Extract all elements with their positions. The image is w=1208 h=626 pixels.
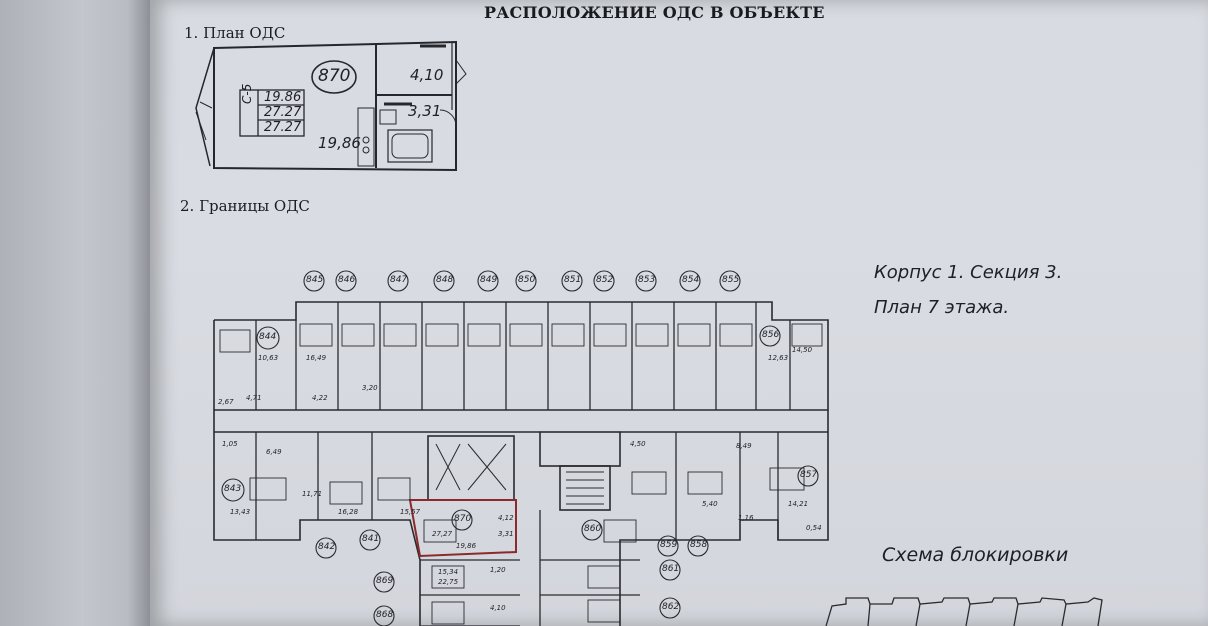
area-label: 10,63 bbox=[258, 354, 279, 362]
unit-label-847: 847 bbox=[390, 275, 408, 285]
unit-label-844: 844 bbox=[259, 332, 277, 342]
unit-label-849: 849 bbox=[480, 275, 498, 285]
area-label: 4,50 bbox=[630, 440, 646, 448]
area-label: 11,71 bbox=[302, 490, 323, 498]
area-label: 3,31 bbox=[498, 530, 514, 538]
unit-number-label: 870 bbox=[318, 66, 351, 86]
floor-plan-caption: План 7 этажа. bbox=[874, 297, 1010, 318]
area-label: 27,27 bbox=[432, 530, 453, 538]
area-label: 4,22 bbox=[312, 394, 328, 402]
area-label: 2,67 bbox=[218, 398, 234, 406]
unit-label-852: 852 bbox=[596, 275, 614, 285]
area-label: 4,12 bbox=[498, 514, 514, 522]
area-value-2: 27.27 bbox=[264, 105, 302, 120]
area-label: 14,21 bbox=[788, 500, 809, 508]
section-2-heading: 2. Границы ОДС bbox=[180, 197, 310, 215]
area-label: 12,63 bbox=[768, 354, 789, 362]
area-value-3: 27.27 bbox=[264, 120, 302, 135]
unit-label-858: 858 bbox=[690, 540, 708, 550]
area-label: 6,49 bbox=[266, 448, 282, 456]
bath-area-label: 3,31 bbox=[408, 102, 442, 120]
area-label: 1,16 bbox=[738, 514, 754, 522]
unit-label-859: 859 bbox=[660, 540, 678, 550]
unit-label-842: 842 bbox=[318, 542, 336, 552]
area-label: 8,49 bbox=[736, 442, 752, 450]
room-area-label: 19,86 bbox=[318, 134, 361, 152]
right-page bbox=[150, 0, 1208, 626]
unit-label-862: 862 bbox=[662, 602, 680, 612]
area-label: 0,54 bbox=[806, 524, 822, 532]
unit-label-868: 868 bbox=[376, 610, 394, 620]
loggia-area-label: 4,10 bbox=[410, 66, 444, 84]
document-title: РАСПОЛОЖЕНИЕ ОДС В ОБЪЕКТЕ bbox=[484, 3, 825, 22]
area-label: 14,50 bbox=[792, 346, 813, 354]
area-label: 4,71 bbox=[246, 394, 262, 402]
unit-label-853: 853 bbox=[638, 275, 656, 285]
unit-label-861: 861 bbox=[662, 564, 680, 574]
area-value-1: 19.86 bbox=[264, 90, 302, 105]
unit-label-848: 848 bbox=[436, 275, 454, 285]
unit-label-851: 851 bbox=[564, 275, 582, 285]
unit-label-846: 846 bbox=[338, 275, 356, 285]
area-label: 1,05 bbox=[222, 440, 238, 448]
unit-label-860: 860 bbox=[584, 524, 602, 534]
unit-label-843: 843 bbox=[224, 484, 242, 494]
area-label: 5,40 bbox=[702, 500, 718, 508]
unit-label-841: 841 bbox=[362, 534, 380, 544]
area-label: 22,75 bbox=[438, 578, 459, 586]
section-1-heading: 1. План ОДС bbox=[184, 24, 286, 42]
unit-label-855: 855 bbox=[722, 275, 740, 285]
unit-label-845: 845 bbox=[306, 275, 324, 285]
unit-label-856: 856 bbox=[762, 330, 780, 340]
area-label: 3,20 bbox=[362, 384, 378, 392]
area-label: 15,57 bbox=[400, 508, 421, 516]
unit-label-850: 850 bbox=[518, 275, 536, 285]
area-label: 4,10 bbox=[490, 604, 506, 612]
left-page bbox=[0, 0, 150, 626]
building-section-caption: Корпус 1. Секция 3. bbox=[874, 262, 1063, 283]
area-label: 16,28 bbox=[338, 508, 359, 516]
area-label: 16,49 bbox=[306, 354, 327, 362]
area-label: 15,34 bbox=[438, 568, 459, 576]
blocking-scheme-caption: Схема блокировки bbox=[882, 544, 1069, 566]
unit-label-854: 854 bbox=[682, 275, 700, 285]
area-label: 13,43 bbox=[230, 508, 251, 516]
area-label: 19,86 bbox=[456, 542, 477, 550]
unit-label-869: 869 bbox=[376, 576, 394, 586]
unit-label-870: 870 bbox=[454, 514, 472, 524]
area-label: 1,20 bbox=[490, 566, 506, 574]
unit-label-857: 857 bbox=[800, 470, 818, 480]
